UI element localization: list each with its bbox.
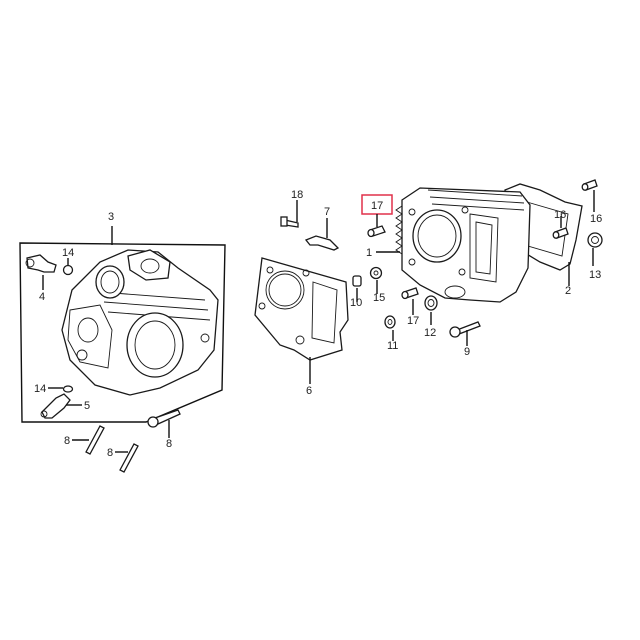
- cylinder-head-group: 3 4 14: [19, 211, 226, 473]
- cylinder-head[interactable]: [61, 249, 219, 396]
- callout-16b[interactable]: 16: [590, 213, 602, 225]
- part-5-fitting[interactable]: [40, 393, 71, 419]
- callout-8a[interactable]: 8: [64, 435, 70, 447]
- middle-group: 18 7 6 10 15 17: [254, 189, 481, 397]
- callout-17-highlighted[interactable]: 17: [371, 200, 383, 212]
- cylinder-group: 1 2 16 16 13: [366, 179, 603, 303]
- part-15-washer[interactable]: [369, 266, 383, 280]
- part-14-o-ring-lower[interactable]: [62, 385, 74, 393]
- callout-7[interactable]: 7: [324, 206, 330, 218]
- callout-8b[interactable]: 8: [107, 447, 113, 459]
- callout-12[interactable]: 12: [424, 327, 436, 339]
- part-10-plug[interactable]: [352, 275, 362, 287]
- callout-14a[interactable]: 14: [62, 247, 74, 259]
- callout-9b[interactable]: 9: [464, 346, 470, 358]
- part-1-cylinder[interactable]: [395, 187, 531, 303]
- callout-9a[interactable]: 8: [166, 438, 172, 450]
- part-12-seal[interactable]: [424, 295, 438, 311]
- part-9-bolt-right[interactable]: [449, 321, 481, 338]
- part-9-bolt-left[interactable]: [147, 409, 181, 428]
- part-8-stud-a[interactable]: [85, 425, 105, 455]
- callout-15[interactable]: 15: [373, 292, 385, 304]
- callout-16a[interactable]: 16: [554, 209, 566, 221]
- callout-13[interactable]: 13: [589, 269, 601, 281]
- part-11-washer[interactable]: [384, 315, 396, 329]
- callout-11[interactable]: 11: [387, 340, 398, 352]
- part-4-fitting[interactable]: [25, 254, 57, 273]
- part-14-o-ring[interactable]: [62, 264, 74, 276]
- callout-10[interactable]: 10: [350, 297, 362, 309]
- part-13-seal[interactable]: [587, 232, 603, 248]
- callout-5[interactable]: 5: [84, 400, 90, 412]
- callout-14b[interactable]: 14: [34, 383, 46, 395]
- callout-3[interactable]: 3: [108, 211, 114, 223]
- part-8-stud-b[interactable]: [119, 443, 139, 473]
- callout-17b[interactable]: 17: [407, 315, 419, 327]
- callout-4[interactable]: 4: [39, 291, 45, 303]
- callout-6[interactable]: 6: [306, 385, 312, 397]
- part-7-bracket[interactable]: [304, 235, 340, 251]
- part-18-bolt[interactable]: [280, 216, 299, 228]
- callout-2[interactable]: 2: [565, 285, 571, 297]
- group-frame: [19, 242, 226, 423]
- part-6-gasket[interactable]: [254, 257, 349, 361]
- callout-1[interactable]: 1: [366, 247, 372, 259]
- callout-18[interactable]: 18: [291, 189, 303, 201]
